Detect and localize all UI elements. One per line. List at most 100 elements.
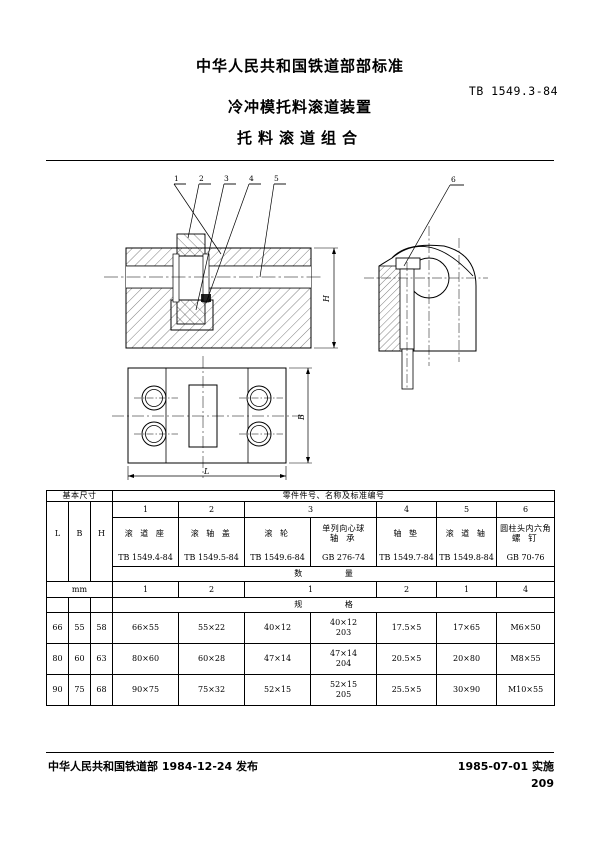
issuing-organization: 中华人民共和国铁道部部标准 — [195, 57, 404, 75]
effective-date: 1985-07-01 实施 — [457, 760, 554, 773]
part-name-6-line2: 螺 钉 — [511, 533, 540, 544]
part-code-4: TB 1549.7-84 — [376, 550, 438, 567]
part-name-5: 滚 道 轴 — [436, 517, 498, 550]
row0-bearing-code: 203 — [335, 628, 352, 637]
document-title-line2: 托料滚道组合 — [236, 129, 363, 147]
spacer2-l — [46, 597, 69, 613]
footer-divider-rule — [46, 752, 554, 753]
part-code-1: TB 1549.4-84 — [112, 550, 180, 567]
spacer-h — [89, 566, 114, 582]
quantity-5: 1 — [436, 581, 498, 598]
table-header-row-part-names: 滚 道 座 滚 轴 盖 滚 轮 单列向心球 轴 承 轴 垫 滚 道 轴 圆柱头内… — [47, 517, 556, 550]
table-header-row-1: 基本尺寸 零件件号、名称及标准编号 — [45, 490, 556, 502]
row0-L: 66 — [46, 612, 69, 644]
quantity-1: 1 — [112, 581, 180, 598]
row1-spec-4: 20.5×5 — [376, 643, 438, 675]
row2-spec-4: 25.5×5 — [376, 674, 438, 706]
row0-spec-bearing: 40×12 203 — [310, 612, 378, 644]
row0-spec-5: 17×65 — [436, 612, 498, 644]
quantity-4: 2 — [376, 581, 438, 598]
table-quantity-row: mm 1 2 1 2 1 4 — [45, 581, 556, 598]
leader-number-3: 3 — [224, 174, 229, 183]
row1-bearing-size: 47×14 — [330, 649, 358, 658]
part-name-2: 滚 轴 盖 — [178, 517, 246, 550]
table-row: 90 75 68 90×75 75×32 52×15 52×15 205 25.… — [46, 674, 556, 706]
row2-spec-bearing: 52×15 205 — [310, 674, 378, 706]
row0-B: 55 — [68, 612, 91, 644]
row2-H: 68 — [89, 674, 114, 706]
part-number-6: 6 — [496, 501, 556, 518]
unit-label: mm — [45, 581, 114, 598]
part-number-2: 2 — [178, 501, 246, 518]
row2-bearing-code: 205 — [335, 690, 352, 699]
table-spec-banner-row: 规 格 — [46, 597, 556, 613]
row1-spec-1: 80×60 — [112, 643, 180, 675]
table-header-row-part-numbers: L B H 1 2 3 4 5 6 — [46, 501, 556, 567]
part-number-3: 3 — [244, 501, 378, 518]
row1-spec-bearing: 47×14 204 — [310, 643, 378, 675]
table-header-row-codes: TB 1549.4-84 TB 1549.5-84 TB 1549.6-84 G… — [47, 550, 556, 567]
part-code-bearing: GB 276-74 — [310, 550, 378, 567]
part-code-5: TB 1549.8-84 — [436, 550, 498, 567]
part-code-6: GB 70-76 — [496, 550, 556, 567]
leader-number-2: 2 — [199, 174, 204, 183]
table-quantity-banner-row: 数 量 — [46, 566, 556, 582]
part-number-1: 1 — [112, 501, 180, 518]
issue-statement: 中华人民共和国铁道部 1984-12-24 发布 — [48, 760, 259, 773]
row0-spec-2: 55×22 — [178, 612, 246, 644]
part-name-1: 滚 道 座 — [112, 517, 180, 550]
row2-L: 90 — [46, 674, 69, 706]
dim-col-h-header: H — [89, 501, 114, 567]
spacer2-h — [89, 597, 114, 613]
row0-spec-1: 66×55 — [112, 612, 180, 644]
basic-dimension-header: 基本尺寸 — [45, 490, 114, 502]
standard-number: TB 1549.3-84 — [468, 84, 558, 98]
part-name-6: 圆柱头内六角 螺 钉 — [496, 517, 556, 550]
spec-section-header: 规 格 — [112, 597, 556, 613]
quantity-2: 2 — [178, 581, 246, 598]
part-number-4: 4 — [376, 501, 438, 518]
row2-spec-1: 90×75 — [112, 674, 180, 706]
row0-H: 58 — [89, 612, 114, 644]
spacer2-b — [68, 597, 91, 613]
row1-H: 63 — [89, 643, 114, 675]
row2-B: 75 — [68, 674, 91, 706]
dimension-label-b: B — [297, 414, 306, 421]
spacer-l — [46, 566, 69, 582]
part-name-bearing-line1: 单列向心球 — [322, 523, 365, 533]
row0-spec-3: 40×12 — [244, 612, 312, 644]
document-title-line1: 冷冲模托料滚道装置 — [227, 98, 372, 116]
dimension-label-l: L — [203, 467, 209, 476]
row1-spec-3: 47×14 — [244, 643, 312, 675]
leader-number-6: 6 — [451, 175, 456, 184]
part-name-6-line1: 圆柱头内六角 — [500, 523, 552, 533]
part-code-3: TB 1549.6-84 — [244, 550, 312, 567]
dimension-label-h: H — [322, 294, 331, 303]
row0-spec-6: M6×50 — [496, 612, 556, 644]
part-name-3: 滚 轮 — [244, 517, 312, 550]
front-section-view — [104, 183, 338, 349]
leader-number-5: 5 — [274, 174, 279, 183]
page-number: 209 — [531, 777, 554, 790]
side-section-view — [364, 184, 488, 390]
quantity-3: 1 — [244, 581, 378, 598]
row0-spec-4: 17.5×5 — [376, 612, 438, 644]
technical-drawing-area: 1 2 3 4 5 H — [46, 166, 554, 484]
specification-table: 基本尺寸 零件件号、名称及标准编号 L B H 1 2 3 4 5 6 滚 道 … — [45, 490, 556, 706]
leader-number-4: 4 — [249, 174, 254, 183]
part-code-2: TB 1549.5-84 — [178, 550, 246, 567]
part-name-bearing-line2: 轴 承 — [329, 533, 358, 544]
row1-L: 80 — [46, 643, 69, 675]
quantity-section-header: 数 量 — [112, 566, 556, 582]
part-number-5: 5 — [436, 501, 498, 518]
row2-spec-6: M10×55 — [496, 674, 556, 706]
leader-number-1: 1 — [174, 174, 179, 183]
quantity-6: 4 — [496, 581, 556, 598]
row0-bearing-size: 40×12 — [330, 618, 358, 627]
dim-col-l-header: L — [46, 501, 69, 567]
row1-bearing-code: 204 — [335, 659, 352, 668]
part-name-bearing: 单列向心球 轴 承 — [310, 517, 378, 550]
row1-spec-6: M8×55 — [496, 643, 556, 675]
dim-col-b-header: B — [68, 501, 91, 567]
row1-spec-5: 20×80 — [436, 643, 498, 675]
